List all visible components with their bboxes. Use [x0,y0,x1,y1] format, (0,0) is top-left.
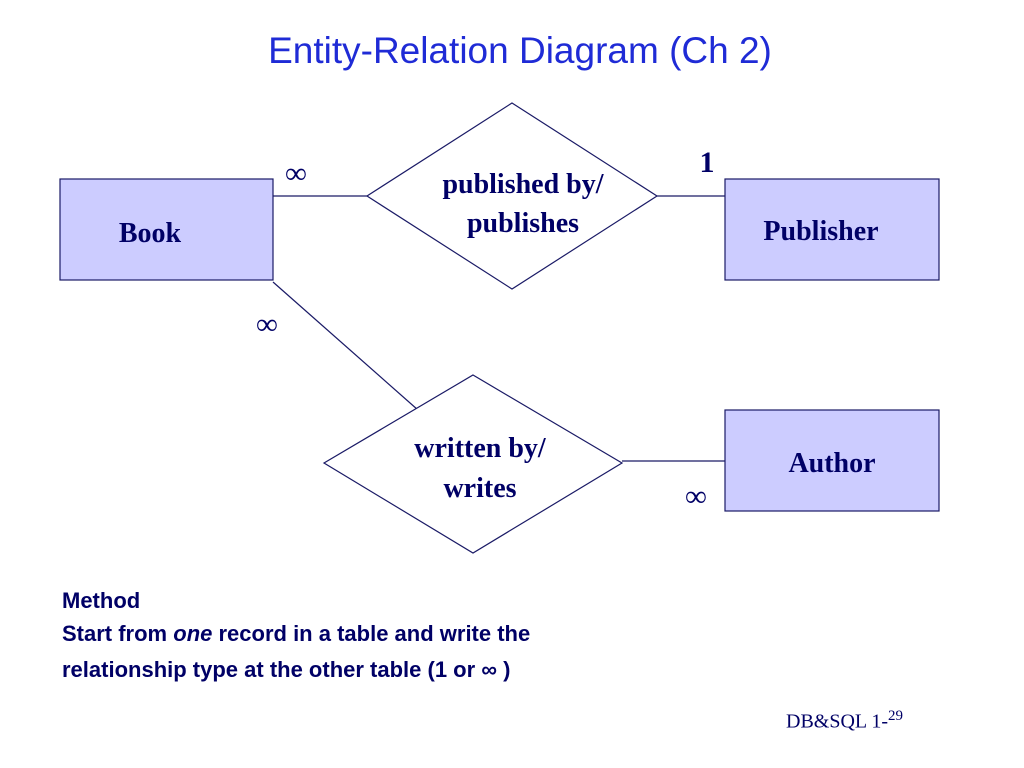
relation-published-line1: published by/ [442,169,604,200]
cardinality-book-written: ∞ [256,308,277,341]
relation-written-line1: written by/ [414,433,547,464]
slide-footer: DB&SQL 1-29 [786,708,903,734]
method-line2-start: Start from [62,621,174,646]
method-line2: Start from one record in a table and wri… [62,616,530,652]
relation-published [365,102,659,290]
slide-title: Entity-Relation Diagram (Ch 2) [268,30,772,71]
footer-text: DB&SQL 1- [786,710,889,733]
method-line2-emph: one [173,621,213,646]
cardinality-book-published: ∞ [285,157,306,190]
relation-written-line2: writes [443,473,516,504]
cardinality-publisher-published: 1 [700,146,715,179]
entity-author [724,409,940,512]
method-note: Method Start from one record in a table … [62,586,530,688]
link-book-written [272,281,419,411]
relation-published-line2: publishes [467,208,579,239]
entity-author-label: Author [788,448,875,479]
method-line2-end: record in a table and write the [212,621,531,646]
cardinality-author-written: ∞ [685,480,706,513]
entity-publisher [724,178,940,281]
entity-book [59,178,274,281]
page-number: 29 [888,708,904,724]
relation-written [322,374,624,554]
entity-book-label: Book [119,218,182,249]
method-line3: relationship type at the other table (1 … [62,657,511,682]
entity-publisher-label: Publisher [763,216,878,247]
method-heading: Method [62,588,141,613]
